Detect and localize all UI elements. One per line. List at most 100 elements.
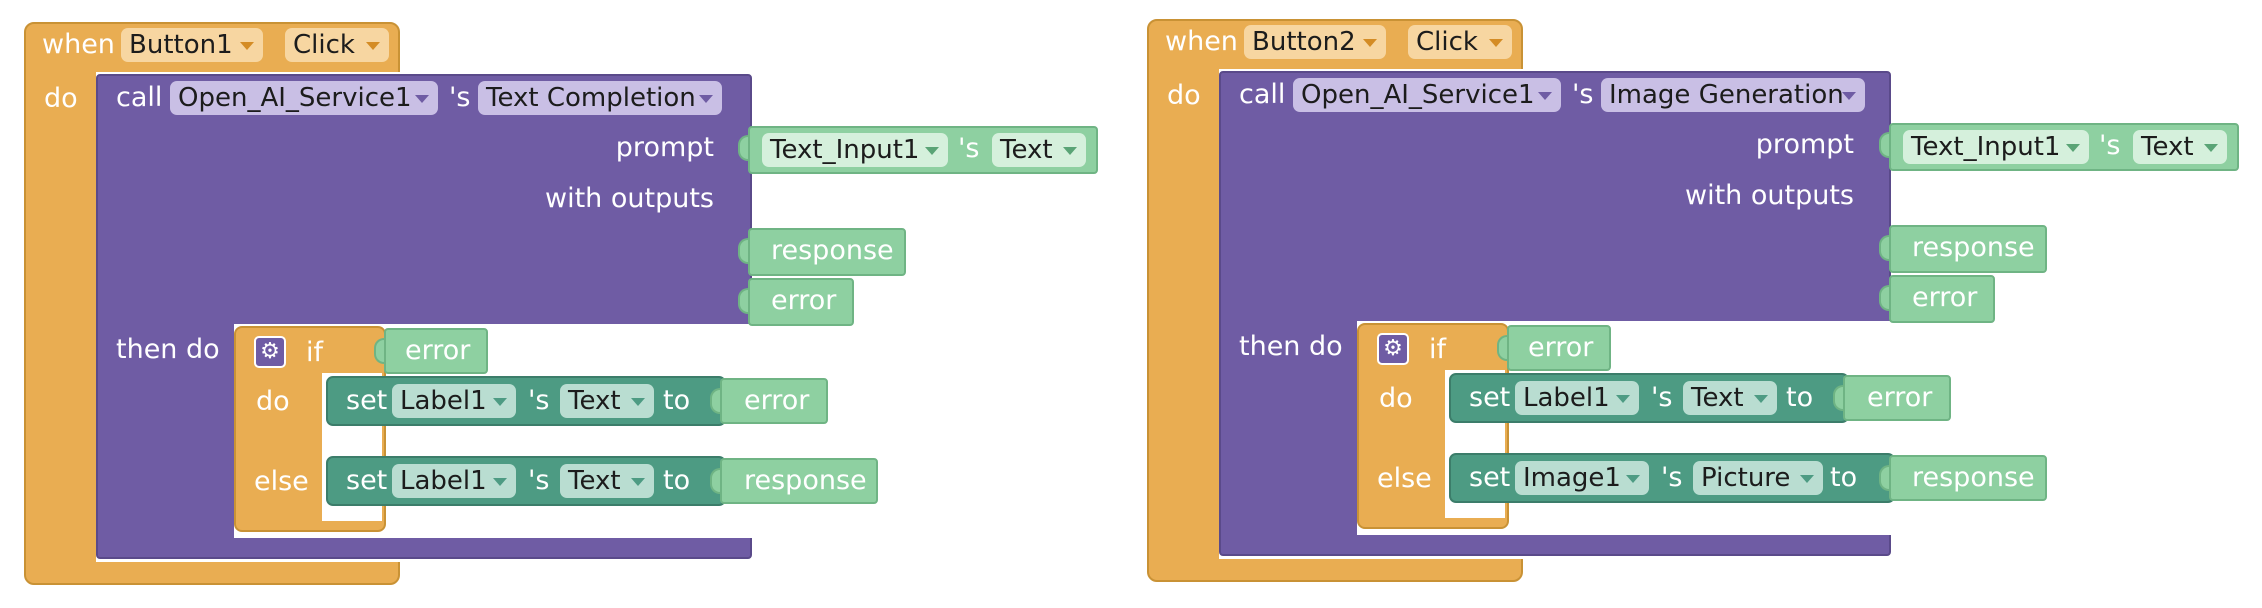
do-label: do xyxy=(256,386,290,417)
chevron-down-icon xyxy=(631,478,645,486)
prompt-property-dropdown[interactable]: Text xyxy=(992,133,1086,167)
to-label: to xyxy=(1830,462,1858,493)
if-label: if xyxy=(1429,334,1447,365)
set-value-block[interactable] xyxy=(720,458,878,504)
with-outputs-label: with outputs xyxy=(1685,180,1854,211)
chevron-down-icon xyxy=(1626,475,1640,483)
possessive-label: 's xyxy=(449,82,471,113)
chevron-down-icon xyxy=(1063,147,1077,155)
chevron-down-icon xyxy=(240,42,254,50)
else-label: else xyxy=(1377,463,1432,494)
getter-connector xyxy=(1879,132,1891,158)
then-do-label: then do xyxy=(116,334,220,365)
possessive-label: 's xyxy=(528,385,550,416)
set-value-block[interactable] xyxy=(1889,455,2047,501)
set-component-dropdown[interactable]: Image1 xyxy=(1515,461,1649,495)
prompt-component-dropdown[interactable]: Text_Input1 xyxy=(1903,130,2089,164)
chevron-down-icon xyxy=(699,95,713,103)
possessive-label: 's xyxy=(528,465,550,496)
if-condition-label: error xyxy=(1528,332,1594,363)
set-label: set xyxy=(346,385,388,416)
chevron-down-icon xyxy=(2066,144,2080,152)
chevron-down-icon xyxy=(1800,475,1814,483)
to-label: to xyxy=(1786,382,1814,413)
chevron-down-icon xyxy=(1489,39,1503,47)
else-label: else xyxy=(254,466,309,497)
getter-connector xyxy=(1833,385,1845,411)
do-label: do xyxy=(1379,383,1413,414)
prompt-label: prompt xyxy=(1755,129,1854,160)
if-condition-label: error xyxy=(405,335,471,366)
to-label: to xyxy=(663,385,691,416)
service-component-dropdown[interactable]: Open_AI_Service1 xyxy=(170,81,438,115)
chevron-down-icon xyxy=(2204,144,2218,152)
chevron-down-icon xyxy=(493,478,507,486)
getter-connector xyxy=(738,238,750,264)
error-output-block[interactable] xyxy=(1889,275,1995,323)
set-label: set xyxy=(1469,462,1511,493)
set-value-block[interactable] xyxy=(720,378,828,424)
chevron-down-icon xyxy=(1842,92,1856,100)
prompt-property-dropdown[interactable]: Text xyxy=(2133,130,2227,164)
set-value-label: response xyxy=(1912,462,2035,493)
with-outputs-label: with outputs xyxy=(545,183,714,214)
getter-connector xyxy=(374,338,386,364)
set-label: set xyxy=(1469,382,1511,413)
to-label: to xyxy=(663,465,691,496)
possessive-label: 's xyxy=(958,133,980,164)
getter-connector xyxy=(1879,235,1891,261)
call-label: call xyxy=(1239,79,1286,110)
method-dropdown[interactable]: Text Completion xyxy=(478,81,722,115)
possessive-label: 's xyxy=(2099,130,2121,161)
getter-connector xyxy=(1879,285,1891,311)
method-dropdown[interactable]: Image Generation xyxy=(1601,78,1865,112)
chevron-down-icon xyxy=(631,398,645,406)
set-component-dropdown[interactable]: Label1 xyxy=(392,384,516,418)
if-condition-block[interactable] xyxy=(384,328,488,374)
set-property-dropdown[interactable]: Text xyxy=(1683,381,1777,415)
response-output-block[interactable] xyxy=(748,228,906,276)
set-value-label: error xyxy=(744,385,810,416)
possessive-label: 's xyxy=(1572,79,1594,110)
response-output-block[interactable] xyxy=(1889,225,2047,273)
chevron-down-icon xyxy=(1538,92,1552,100)
gear-icon[interactable]: ⚙ xyxy=(1377,333,1409,365)
set-value-label: response xyxy=(744,465,867,496)
set-component-dropdown[interactable]: Label1 xyxy=(392,464,516,498)
possessive-label: 's xyxy=(1661,462,1683,493)
event-component-dropdown[interactable]: Button1 xyxy=(121,28,263,62)
getter-connector xyxy=(738,288,750,314)
call-label: call xyxy=(116,82,163,113)
error-output-block[interactable] xyxy=(748,278,854,326)
getter-connector xyxy=(1879,465,1891,491)
gear-icon[interactable]: ⚙ xyxy=(254,336,286,368)
if-condition-block[interactable] xyxy=(1507,325,1611,371)
event-name-dropdown[interactable]: Click xyxy=(285,28,389,62)
getter-connector xyxy=(1497,335,1509,361)
set-property-dropdown[interactable]: Text xyxy=(560,384,654,418)
set-component-dropdown[interactable]: Label1 xyxy=(1515,381,1639,415)
chevron-down-icon xyxy=(925,147,939,155)
chevron-down-icon xyxy=(366,42,380,50)
do-label: do xyxy=(1167,80,1201,111)
service-component-dropdown[interactable]: Open_AI_Service1 xyxy=(1293,78,1561,112)
set-label: set xyxy=(346,465,388,496)
getter-connector xyxy=(710,468,722,494)
do-label: do xyxy=(44,83,78,114)
error-output-label: error xyxy=(1912,282,1978,313)
set-property-dropdown[interactable]: Text xyxy=(560,464,654,498)
response-output-label: response xyxy=(771,235,894,266)
prompt-component-dropdown[interactable]: Text_Input1 xyxy=(762,133,948,167)
chevron-down-icon xyxy=(1754,395,1768,403)
set-value-block[interactable] xyxy=(1843,375,1951,421)
possessive-label: 's xyxy=(1651,382,1673,413)
when-label: when xyxy=(1165,26,1238,57)
chevron-down-icon xyxy=(415,95,429,103)
set-property-dropdown[interactable]: Picture xyxy=(1693,461,1823,495)
chevron-down-icon xyxy=(1363,39,1377,47)
event-name-dropdown[interactable]: Click xyxy=(1408,25,1512,59)
event-component-dropdown[interactable]: Button2 xyxy=(1244,25,1386,59)
getter-connector xyxy=(710,388,722,414)
set-value-label: error xyxy=(1867,382,1933,413)
